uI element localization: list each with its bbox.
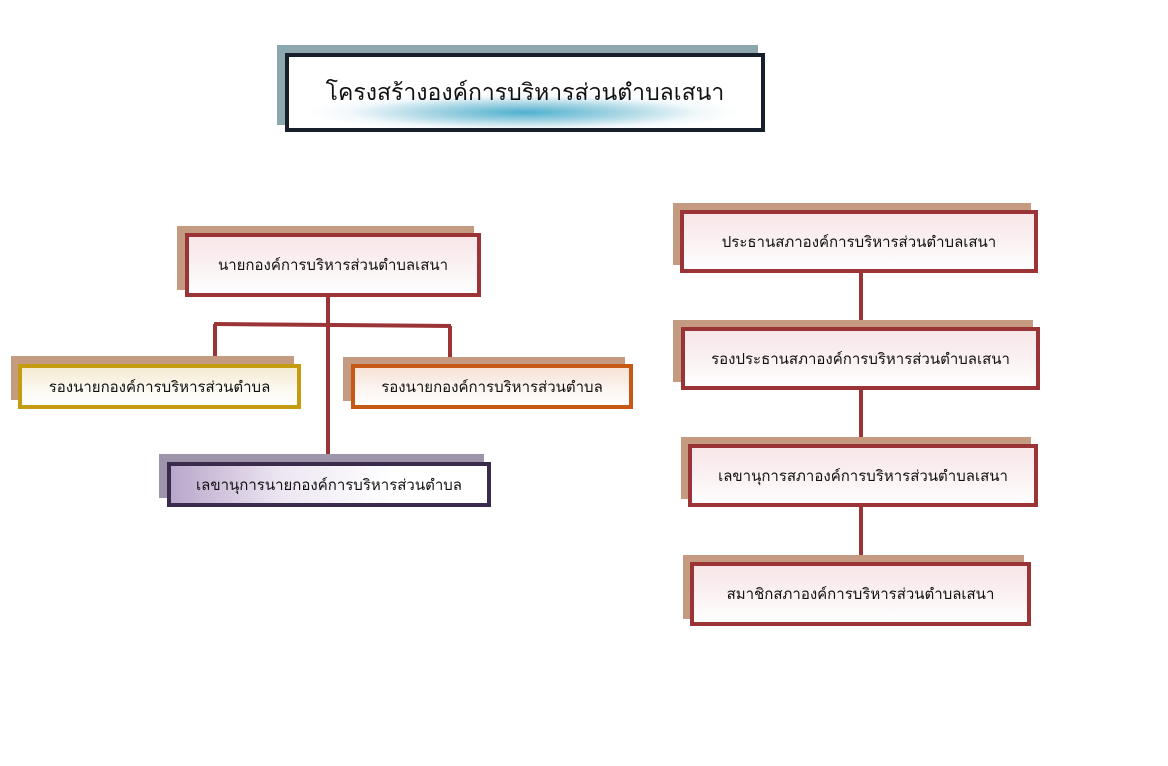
mayor-secretary-box: เลขานุการนายกองค์การบริหารส่วนตำบล — [167, 462, 491, 507]
connector-branch-bar — [213, 322, 452, 328]
deputy-mayor-1-box: รองนายกองค์การบริหารส่วนตำบล — [18, 364, 301, 409]
deputy-mayor-2-box: รองนายกองค์การบริหารส่วนตำบล — [351, 364, 633, 409]
council-vice-president-box: รองประธานสภาองค์การบริหารส่วนตำบลเสนา — [681, 327, 1040, 390]
mayor-box: นายกองค์การบริหารส่วนตำบลเสนา — [185, 233, 481, 297]
council-secretary-box: เลขานุการสภาองค์การบริหารส่วนตำบลเสนา — [688, 444, 1038, 507]
council-president-box: ประธานสภาองค์การบริหารส่วนตำบลเสนา — [680, 210, 1038, 273]
chart-title: โครงสร้างองค์การบริหารส่วนตำบลเสนา — [285, 53, 765, 132]
council-members-box: สมาชิกสภาองค์การบริหารส่วนตำบลเสนา — [690, 562, 1031, 626]
